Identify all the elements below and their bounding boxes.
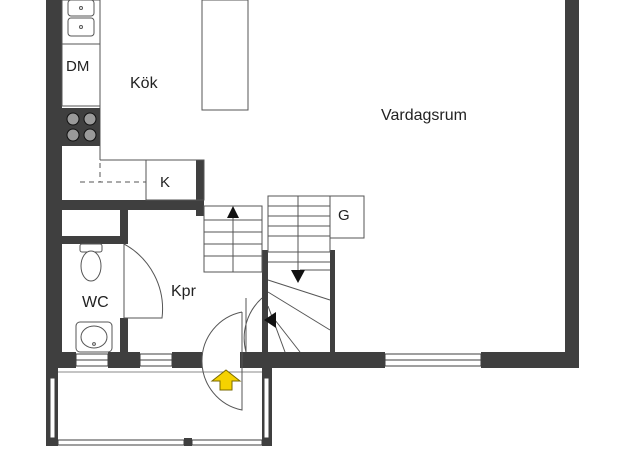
wall-kitchen-south	[62, 200, 204, 210]
wall-left	[46, 0, 62, 368]
wall-bottom-right	[481, 352, 579, 368]
toilet-icon	[79, 243, 103, 282]
label-dishwasher: DM	[66, 58, 90, 75]
sink-icon	[67, 0, 95, 37]
kitchen-island	[201, 0, 249, 111]
door-wc	[123, 243, 164, 319]
closet-g-box	[329, 195, 365, 239]
kitchen-counter	[61, 0, 249, 201]
wall-wc-north	[62, 236, 122, 244]
room-label-living: Vardagsrum	[381, 107, 467, 124]
room-label-wc: WC	[82, 294, 109, 311]
dishwasher-box	[61, 43, 101, 107]
label-closet-g: G	[338, 207, 350, 224]
stair-left-arrow-icon	[264, 312, 276, 328]
label-closet-k: K	[160, 174, 171, 191]
stair-up-arrow-icon	[227, 206, 239, 218]
wall-bottom-mid-3	[240, 352, 385, 368]
wall-stair-lower	[262, 250, 268, 354]
walls	[46, 0, 579, 446]
room-label-hallway: Kpr	[171, 283, 196, 300]
porch-post-mid	[184, 438, 192, 446]
stairs-down	[267, 195, 365, 353]
window-porch-bottom-left	[57, 439, 185, 446]
doors	[123, 243, 263, 411]
entrance-arrow-icon	[210, 369, 242, 391]
wall-right	[565, 0, 579, 368]
wall-bottom-mid-2	[172, 352, 202, 368]
wall-bottom-left	[46, 352, 76, 368]
wall-hall-west	[120, 210, 128, 244]
wall-stair-right	[330, 250, 335, 354]
door-stair	[243, 297, 263, 353]
room-label-kitchen: Kök	[130, 75, 158, 92]
wall-stair-east	[196, 160, 204, 216]
stove-icon	[62, 108, 100, 146]
window-porch-left	[49, 377, 56, 439]
windows	[49, 353, 482, 446]
window-porch-bottom-right	[191, 439, 263, 446]
stair-down-arrow-icon	[291, 270, 305, 283]
closet-k-box	[145, 159, 205, 201]
wall-hall-west-lower	[120, 318, 128, 354]
door-entrance	[201, 311, 243, 411]
washbasin-icon	[75, 321, 113, 353]
window-porch-right	[263, 377, 270, 439]
wall-bottom-mid-1	[108, 352, 140, 368]
